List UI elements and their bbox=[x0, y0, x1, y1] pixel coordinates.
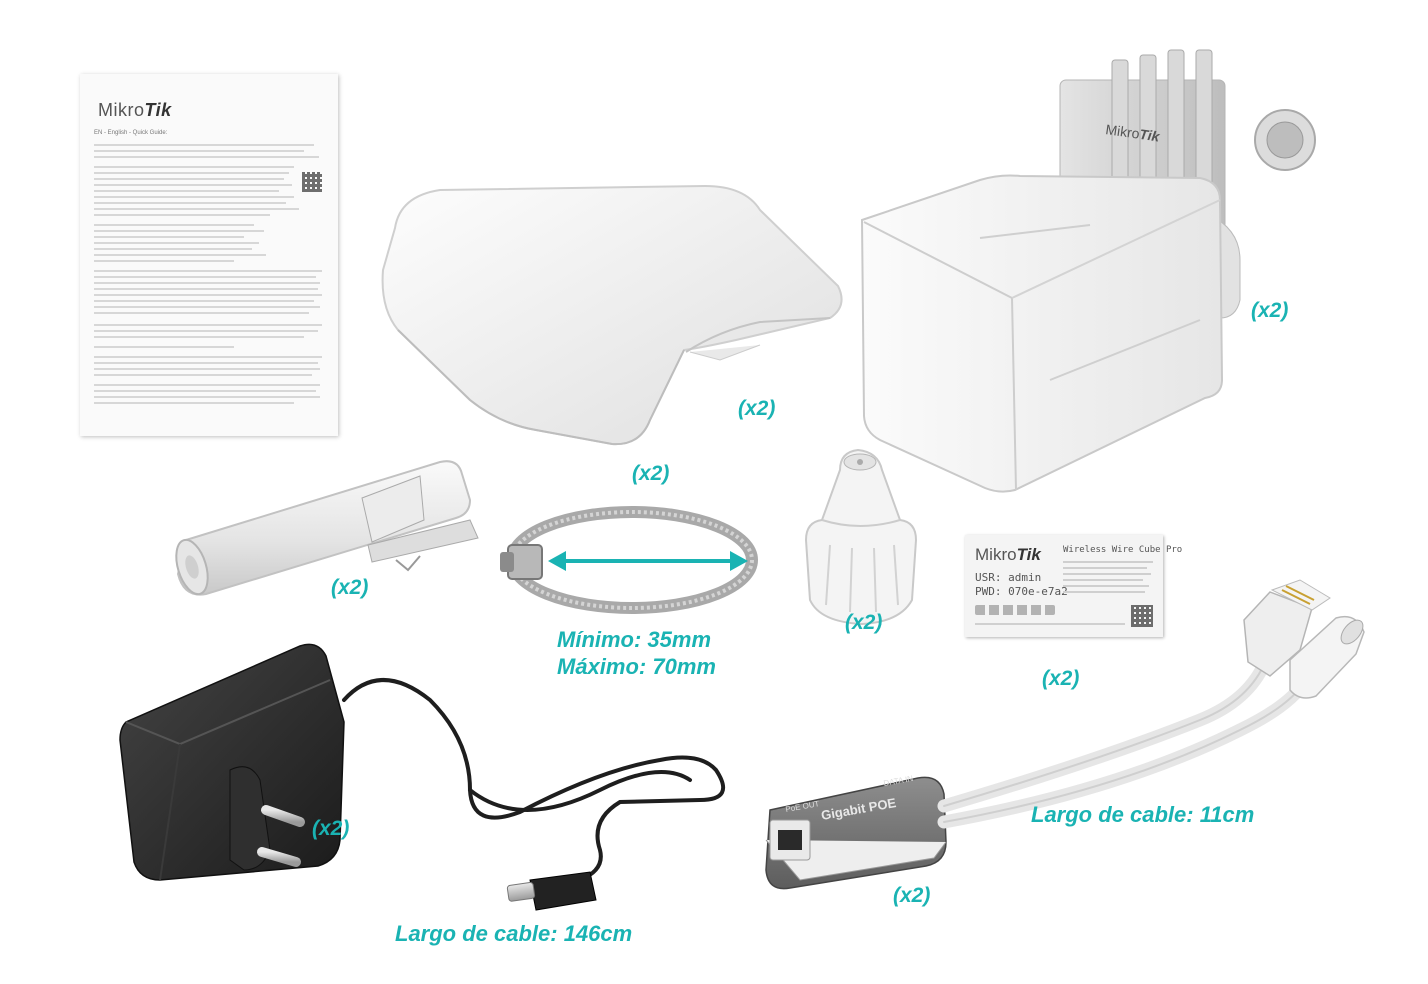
guide-heading: EN - English - Quick Guide: bbox=[94, 130, 168, 136]
adapter-cable bbox=[342, 678, 726, 882]
certification-marks bbox=[975, 605, 1055, 615]
sticker-user: USR: admin bbox=[975, 571, 1042, 584]
guide-qr-code bbox=[302, 172, 322, 192]
sticker-password: PWD: 070e-e7a2 bbox=[975, 585, 1068, 598]
power-adapter bbox=[119, 643, 345, 881]
mount-quantity-label: (x2) bbox=[331, 576, 369, 599]
gland-quantity-label: (x2) bbox=[845, 611, 883, 634]
poe-injector: Gigabit POE DATA IN PoE OUT bbox=[765, 774, 947, 890]
sticker-model: Wireless Wire Cube Pro bbox=[1063, 545, 1183, 555]
sticker-qr-code bbox=[1131, 605, 1153, 627]
clamp-min-label: Mínimo: 35mm bbox=[557, 627, 712, 652]
ethernet-plug bbox=[1243, 579, 1331, 677]
quick-guide-document: MikroTik EN - English - Quick Guide: bbox=[80, 74, 338, 436]
credentials-sticker: MikroTik Wireless Wire Cube Pro USR: adm… bbox=[965, 535, 1182, 637]
guide-logo: MikroTik bbox=[98, 100, 172, 120]
poe-quantity-label: (x2) bbox=[893, 884, 931, 907]
device-logo: MikroTik bbox=[1105, 121, 1162, 145]
clamp-max-label: Máximo: 70mm bbox=[557, 654, 716, 679]
cable-gland bbox=[804, 448, 918, 626]
clamp-quantity-label: (x2) bbox=[632, 462, 670, 485]
pole-mount bbox=[175, 460, 479, 596]
diameter-arrow bbox=[548, 551, 748, 571]
sticker-quantity-label: (x2) bbox=[1042, 667, 1080, 690]
sticker-logo: MikroTik bbox=[975, 545, 1041, 564]
dc-plug bbox=[506, 871, 597, 911]
radome-cover bbox=[381, 184, 843, 446]
hose-clamp bbox=[500, 506, 758, 614]
adapter-cable-length-label: Largo de cable: 146cm bbox=[395, 921, 633, 946]
device-quantity-label: (x2) bbox=[1251, 299, 1289, 322]
cover-quantity-label: (x2) bbox=[738, 397, 776, 420]
dc-jack bbox=[1289, 615, 1365, 699]
poe-cable-length-label: Largo de cable: 11cm bbox=[1031, 802, 1255, 827]
adapter-quantity-label: (x2) bbox=[312, 817, 350, 840]
wireless-cube-device: MikroTik bbox=[860, 49, 1316, 493]
poe-cables bbox=[937, 653, 1313, 829]
